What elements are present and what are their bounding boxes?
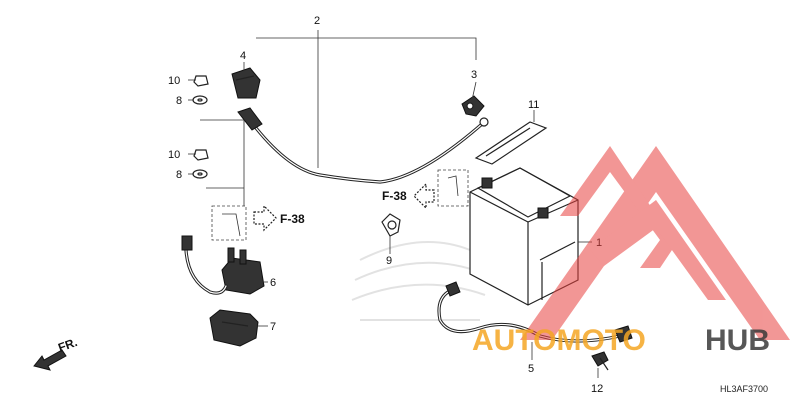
- watermark-logo: [520, 146, 790, 340]
- callout-4: 4: [240, 50, 246, 62]
- callout-10a: 10: [168, 75, 180, 87]
- negative-cable[interactable]: [437, 281, 633, 343]
- front-marker: FR.: [56, 335, 79, 355]
- clamp-icon[interactable]: [381, 213, 401, 237]
- ref-label-f38-right[interactable]: F-38: [280, 212, 305, 226]
- callout-8a: 8: [176, 95, 182, 107]
- leader-lines: [188, 30, 599, 378]
- callout-12: 12: [591, 383, 603, 395]
- callout-9: 9: [386, 255, 392, 267]
- watermark-text: AUTOMOTO HUB: [472, 324, 770, 357]
- relay-terminal-cover-icon[interactable]: [231, 67, 261, 99]
- battery-detail-box: [437, 169, 469, 207]
- callout-7: 7: [270, 321, 276, 333]
- front-arrow-icon: [33, 349, 67, 371]
- arrow-right-icon: [253, 204, 277, 232]
- relay-cover-icon[interactable]: [209, 309, 259, 347]
- callout-6: 6: [270, 277, 276, 289]
- watermark-triangle-outer: [520, 146, 790, 340]
- callout-11: 11: [528, 99, 539, 111]
- relay-detail-box: [211, 205, 247, 241]
- bolt-icon[interactable]: [591, 351, 609, 371]
- callout-10b: 10: [168, 149, 180, 161]
- positive-cable[interactable]: [237, 107, 489, 184]
- callout-3: 3: [471, 69, 477, 81]
- nut-icon[interactable]: [193, 75, 209, 161]
- callout-2: 2: [314, 15, 320, 27]
- callout-8b: 8: [176, 169, 182, 181]
- drawing-code: HL3AF3700: [720, 384, 768, 394]
- washer-icon[interactable]: [192, 95, 208, 179]
- watermark-triangle-inner: [560, 146, 676, 268]
- band-icon[interactable]: [474, 121, 548, 165]
- watermark-text-part1: AUTOMOTO: [472, 324, 646, 357]
- callout-5: 5: [528, 363, 534, 375]
- starter-relay-icon[interactable]: [181, 235, 265, 295]
- faint-wing-logo: [351, 241, 486, 321]
- arrow-left-icon: [413, 182, 435, 210]
- terminal-cover-icon[interactable]: [461, 95, 485, 117]
- ref-label-f38-left[interactable]: F-38: [382, 189, 407, 203]
- watermark-text-part2: HUB: [705, 324, 770, 357]
